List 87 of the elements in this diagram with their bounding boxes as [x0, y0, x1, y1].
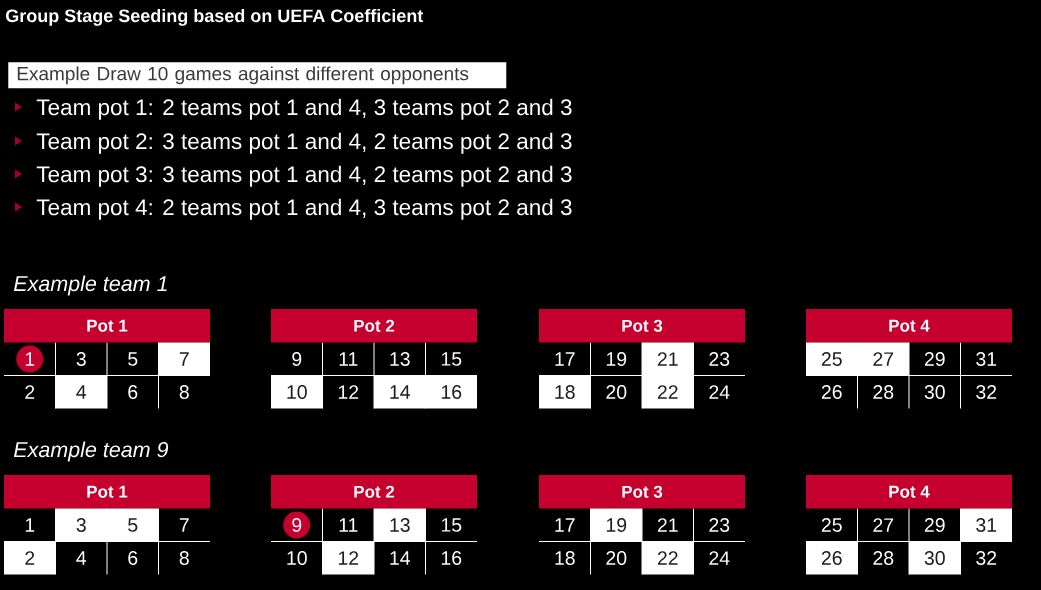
table-cell: 21	[642, 342, 694, 376]
table-cell: 3	[76, 352, 86, 366]
table-cell: 19	[606, 352, 627, 366]
list-item: Team pot 2: 3 teams pot 1 and 4, 2 teams pot 2 and 3	[36, 132, 572, 154]
section-heading: Example team 9	[13, 441, 169, 462]
table-cell: 27	[873, 518, 894, 532]
header-band: Pot 4	[806, 475, 1012, 509]
table-cell: 14	[390, 551, 410, 565]
table-cell: 16	[441, 551, 462, 565]
table-cell: 26	[806, 541, 858, 575]
table-cell: 13	[390, 352, 410, 366]
node-label: 3	[76, 518, 86, 532]
table-cell: 30	[909, 541, 961, 575]
table-cell: 7	[158, 342, 210, 376]
table-cell: 25	[806, 342, 858, 376]
table-cell: 22	[642, 375, 694, 409]
table-cell: 27	[857, 342, 909, 376]
table-cell: 10	[287, 551, 307, 565]
node-label: 22	[657, 385, 678, 399]
table-cell: 29	[924, 518, 945, 532]
table-cell: 25	[821, 518, 842, 532]
list-item: Team pot 3: 3 teams pot 1 and 4, 2 teams pot 2 and 3	[36, 165, 572, 187]
table-cell: 11	[339, 352, 358, 366]
section-heading: Example team 1	[13, 275, 167, 296]
table-cell: 2	[4, 541, 56, 575]
table-cell: 9	[292, 518, 302, 532]
table-cell: 20	[606, 385, 627, 399]
node-label: 21	[657, 352, 678, 366]
header-band: Pot 1	[4, 309, 210, 343]
table-cell: 4	[76, 551, 87, 565]
table-cell: 28	[873, 551, 894, 565]
table-cell: 17	[555, 518, 575, 532]
header-band: Pot 1	[4, 475, 210, 509]
table-cell: 13	[374, 508, 426, 542]
table-cell: 23	[709, 518, 730, 532]
table-cell: 5	[128, 352, 138, 366]
table-cell: 1	[25, 352, 35, 366]
table-cell: 15	[441, 518, 462, 532]
table-cell: 7	[179, 518, 189, 532]
table-cell: 8	[179, 551, 189, 565]
table-cell: 15	[441, 352, 462, 366]
table-cell: 24	[709, 385, 730, 399]
table-cell: 11	[339, 518, 358, 532]
table-cell: 18	[555, 551, 575, 565]
table-cell: 30	[924, 385, 945, 399]
table-cell: 23	[709, 352, 730, 366]
table-cell: 6	[128, 551, 138, 565]
table-cell: 31	[960, 508, 1012, 542]
table-cell: 8	[179, 385, 189, 399]
table-cell: 24	[709, 551, 730, 565]
table-cell: 18	[539, 375, 591, 409]
table-cell: 31	[976, 352, 997, 366]
table-cell: 26	[821, 385, 842, 399]
table-cell: 22	[642, 541, 694, 575]
node-label: 16	[441, 385, 462, 399]
table-cell: 20	[606, 551, 627, 565]
table-cell: 4	[55, 375, 107, 409]
table-cell: 21	[657, 518, 678, 532]
table-cell: 3	[55, 508, 107, 542]
table-cell: 29	[924, 352, 945, 366]
header-band: Pot 3	[539, 309, 745, 343]
node-label: 14	[390, 385, 411, 399]
table-cell: 32	[976, 551, 997, 565]
header-band: Pot 3	[539, 475, 745, 509]
node-label: 25	[821, 352, 842, 366]
title: Group Stage Seeding based on UEFA Coefficient	[6, 8, 424, 26]
header-band: Pot 2	[271, 309, 477, 343]
table-cell: 12	[322, 541, 374, 575]
table-cell: 19	[590, 508, 642, 542]
table-cell: 32	[976, 385, 997, 399]
table-cell: 1	[25, 518, 35, 532]
table-cell: 2	[25, 385, 35, 399]
table-cell: 10	[271, 375, 323, 409]
table-cell: 12	[338, 385, 359, 399]
node-label: 27	[873, 352, 894, 366]
table-cell: 16	[425, 375, 477, 409]
text-box: Example Draw 10 games against different opponents	[8, 62, 507, 89]
header-band: Pot 4	[806, 309, 1012, 343]
table-cell: 28	[873, 385, 894, 399]
node-label: 5	[128, 518, 138, 532]
table-cell: 6	[128, 385, 138, 399]
header-band: Pot 2	[271, 475, 477, 509]
list-item: Team pot 4: 2 teams pot 1 and 4, 3 teams pot 2 and 3	[36, 198, 572, 220]
table-cell: 9	[292, 352, 302, 366]
table-cell: 17	[555, 352, 575, 366]
table-cell: 5	[107, 508, 159, 542]
table-cell: 14	[374, 375, 426, 409]
